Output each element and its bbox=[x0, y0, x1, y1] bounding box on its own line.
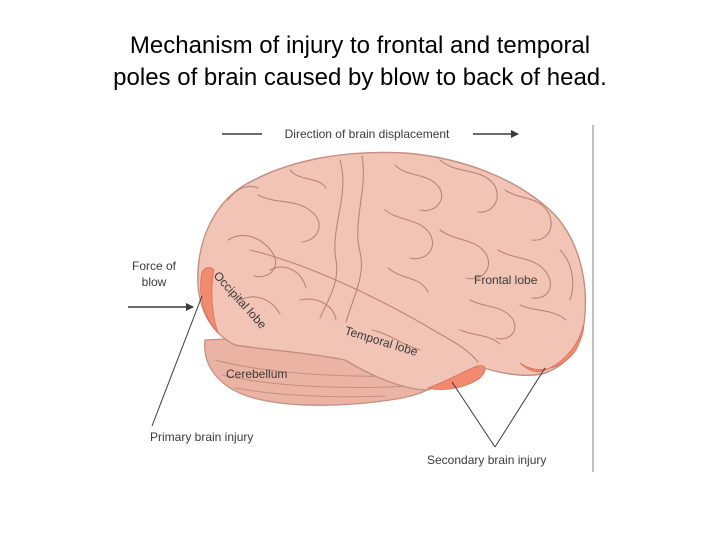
direction-arrow: Direction of brain displacement bbox=[222, 127, 519, 141]
slide-title-line-1: Mechanism of injury to frontal and tempo… bbox=[129, 32, 591, 59]
frontal-lobe-label: Frontal lobe bbox=[474, 273, 538, 287]
cerebral-gyri bbox=[227, 155, 574, 363]
primary-injury-label: Primary brain injury bbox=[150, 430, 253, 444]
frontal-pole-injury-zone bbox=[519, 325, 584, 373]
secondary-injury-pointer-frontal bbox=[494, 367, 546, 448]
cerebellum-label: Cerebellum bbox=[226, 367, 287, 381]
direction-label: Direction of brain displacement bbox=[285, 127, 450, 141]
secondary-injury-label: Secondary brain injury bbox=[427, 453, 546, 467]
slide-title-line-2: poles of brain caused by blow to back of… bbox=[113, 64, 607, 91]
primary-injury-zone bbox=[200, 267, 219, 334]
slide-title: Mechanism of injury to frontal and tempo… bbox=[40, 30, 680, 94]
force-label-line-1: Force of bbox=[132, 259, 177, 273]
secondary-injury-pointer-temporal bbox=[451, 381, 496, 448]
temporal-pole-injury-zone bbox=[426, 365, 486, 390]
force-label-line-2: blow bbox=[142, 275, 167, 289]
primary-injury-pointer bbox=[151, 295, 203, 427]
